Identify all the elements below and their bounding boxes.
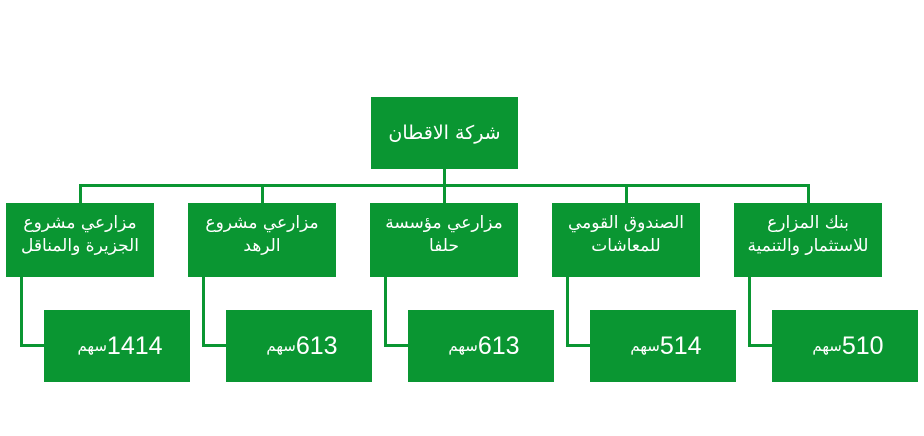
share-count-value: 514 [659, 331, 702, 360]
shareholder-node-halfa: مزارعي مؤسسة حلفا [370, 203, 518, 277]
root-node-label: شركة الاقطان [388, 122, 501, 144]
share-count-node: 1414 سهم [44, 310, 190, 382]
shareholder-node-gezira: مزارعي مشروع الجزيرة والمناقل [6, 203, 154, 277]
child-drop-connector [807, 184, 810, 203]
share-unit: سهم [448, 337, 478, 355]
root-node: شركة الاقطان [371, 97, 518, 169]
shareholder-label: مزارعي مشروع الرهد [205, 213, 319, 256]
share-unit: سهم [812, 337, 842, 355]
share-count-value: 1414 [106, 331, 163, 360]
share-count-value: 613 [477, 331, 520, 360]
value-elbow-vertical [748, 277, 751, 347]
shareholder-node-rahad: مزارعي مشروع الرهد [188, 203, 336, 277]
share-count-value: 510 [841, 331, 884, 360]
child-drop-connector [261, 184, 264, 203]
value-elbow-horizontal [566, 344, 590, 347]
value-elbow-vertical [384, 277, 387, 347]
value-elbow-vertical [566, 277, 569, 347]
share-count-node: 514 سهم [590, 310, 736, 382]
shareholder-label: مزارعي مؤسسة حلفا [385, 213, 503, 256]
value-elbow-vertical [20, 277, 23, 347]
share-count-node: 613 سهم [408, 310, 554, 382]
share-count-node: 613 سهم [226, 310, 372, 382]
value-elbow-horizontal [384, 344, 408, 347]
child-drop-connector [443, 184, 446, 203]
child-drop-connector [79, 184, 82, 203]
share-unit: سهم [77, 337, 107, 355]
share-count-value: 613 [295, 331, 338, 360]
value-elbow-vertical [202, 277, 205, 347]
root-stem-connector [443, 169, 446, 186]
value-elbow-horizontal [202, 344, 226, 347]
share-unit: سهم [266, 337, 296, 355]
shareholder-label: بنك المزارع للاستثمار والتنمية [747, 213, 869, 256]
value-elbow-horizontal [20, 344, 44, 347]
shareholder-label: مزارعي مشروع الجزيرة والمناقل [21, 213, 139, 256]
child-drop-connector [625, 184, 628, 203]
shareholder-label: الصندوق القومي للمعاشات [567, 213, 685, 256]
shareholder-node-farmers-bank: بنك المزارع للاستثمار والتنمية [734, 203, 882, 277]
share-unit: سهم [630, 337, 660, 355]
value-elbow-horizontal [748, 344, 772, 347]
shareholder-node-pension-fund: الصندوق القومي للمعاشات [552, 203, 700, 277]
share-count-node: 510 سهم [772, 310, 918, 382]
